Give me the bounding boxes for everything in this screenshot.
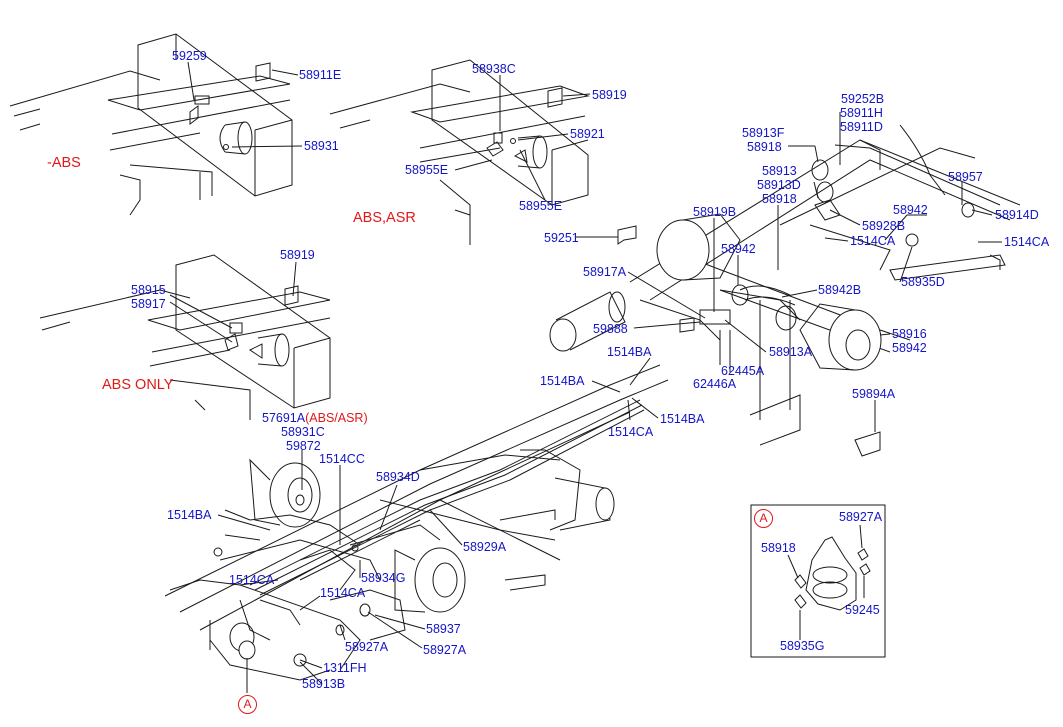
callout-58916[interactable]: 58916 [892, 327, 927, 341]
callout-58955E-right[interactable]: 58955E [519, 199, 563, 213]
callout-58918-a[interactable]: 58918 [747, 140, 782, 154]
callout-57691A-number: 57691A [262, 411, 306, 425]
callout-58934G[interactable]: 58934G [361, 571, 406, 585]
callout-58938C[interactable]: 58938C [472, 62, 516, 76]
callout-59252B[interactable]: 59252B [841, 92, 885, 106]
callout-58911E[interactable]: 58911E [299, 68, 342, 82]
callout-58919-mid[interactable]: 58919 [280, 248, 315, 262]
callout-58914D[interactable]: 58914D [995, 208, 1039, 222]
callout-58928B[interactable]: 58928B [862, 219, 906, 233]
callout-58934D[interactable]: 58934D [376, 470, 420, 484]
callout-59251[interactable]: 59251 [544, 231, 579, 245]
callout-1514CA-e[interactable]: 1514CA [320, 586, 366, 600]
note-no-abs: -ABS [47, 155, 81, 171]
callout-58931[interactable]: 58931 [304, 139, 339, 153]
callout-58913F[interactable]: 58913F [742, 126, 785, 140]
callout-58957[interactable]: 58957 [948, 170, 983, 184]
callout-58942B[interactable]: 58942B [818, 283, 862, 297]
callout-1514BA-c[interactable]: 1514BA [660, 412, 705, 426]
callout-58918-b[interactable]: 58918 [762, 192, 797, 206]
callout-62446A[interactable]: 62446A [693, 377, 737, 391]
callout-58919B[interactable]: 58919B [693, 205, 737, 219]
view-no-abs-frame [9, 33, 293, 216]
callout-1311FH[interactable]: 1311FH [323, 661, 367, 675]
callout-inset-58935G[interactable]: 58935G [780, 639, 825, 653]
callout-58913[interactable]: 58913 [762, 164, 797, 178]
callout-inset-58918[interactable]: 58918 [761, 541, 796, 555]
callout-1514CA-c[interactable]: 1514CA [608, 425, 654, 439]
callout-58913D[interactable]: 58913D [757, 178, 801, 192]
view-abs-asr-frame [329, 59, 590, 245]
callout-58921[interactable]: 58921 [570, 127, 605, 141]
callout-1514CC[interactable]: 1514CC [319, 452, 365, 466]
callout-58911D[interactable]: 58911D [840, 120, 883, 134]
callout-58927A-b[interactable]: 58927A [423, 643, 467, 657]
callout-58942-a[interactable]: 58942 [893, 203, 928, 217]
callout-1514CA-b[interactable]: 1514CA [1004, 235, 1050, 249]
callout-58911H[interactable]: 58911H [840, 106, 883, 120]
callout-58937[interactable]: 58937 [426, 622, 461, 636]
view-front-chassis [164, 364, 669, 681]
view-rear-axle [617, 124, 1021, 457]
inset-a-frame [750, 504, 886, 658]
callout-58917A[interactable]: 58917A [583, 265, 627, 279]
view-abs-only-frame [39, 254, 331, 420]
callout-58942-b[interactable]: 58942 [721, 242, 756, 256]
callout-1514BA-a[interactable]: 1514BA [607, 345, 652, 359]
callout-58915[interactable]: 58915 [131, 283, 166, 297]
callout-58919-top[interactable]: 58919 [592, 88, 627, 102]
callout-58935D[interactable]: 58935D [901, 275, 945, 289]
callout-1514CA-a[interactable]: 1514CA [850, 234, 896, 248]
inset-marker-a: A [754, 509, 773, 528]
callout-1514CA-d[interactable]: 1514CA [229, 573, 275, 587]
callout-inset-59245[interactable]: 59245 [845, 603, 880, 617]
callout-62445A[interactable]: 62445A [721, 364, 765, 378]
callout-59888[interactable]: 59888 [593, 322, 628, 336]
callout-58931C[interactable]: 58931C [281, 425, 325, 439]
callout-59872[interactable]: 59872 [286, 439, 321, 453]
callout-58917[interactable]: 58917 [131, 297, 166, 311]
note-abs-only: ABS ONLY [102, 377, 174, 393]
callout-58929A[interactable]: 58929A [463, 540, 507, 554]
detail-marker-a[interactable]: A [238, 695, 257, 714]
callout-57691A[interactable]: 57691A(ABS/ASR) [262, 411, 368, 425]
callout-58913B[interactable]: 58913B [302, 677, 346, 691]
callout-57691A-note: (ABS/ASR) [305, 411, 368, 425]
callout-1514BA-d[interactable]: 1514BA [167, 508, 212, 522]
leader-lines [169, 61, 1002, 693]
callout-58955E-left[interactable]: 58955E [405, 163, 449, 177]
callout-58927A-a[interactable]: 58927A [345, 640, 389, 654]
callout-59894A[interactable]: 59894A [852, 387, 896, 401]
callout-58942-c[interactable]: 58942 [892, 341, 927, 355]
callout-59259[interactable]: 59259 [172, 49, 207, 63]
air-tank [549, 291, 626, 352]
note-abs-asr: ABS,ASR [353, 210, 416, 226]
callout-inset-58927A[interactable]: 58927A [839, 510, 883, 524]
callout-58913A[interactable]: 58913A [769, 345, 813, 359]
callout-1514BA-b[interactable]: 1514BA [540, 374, 585, 388]
